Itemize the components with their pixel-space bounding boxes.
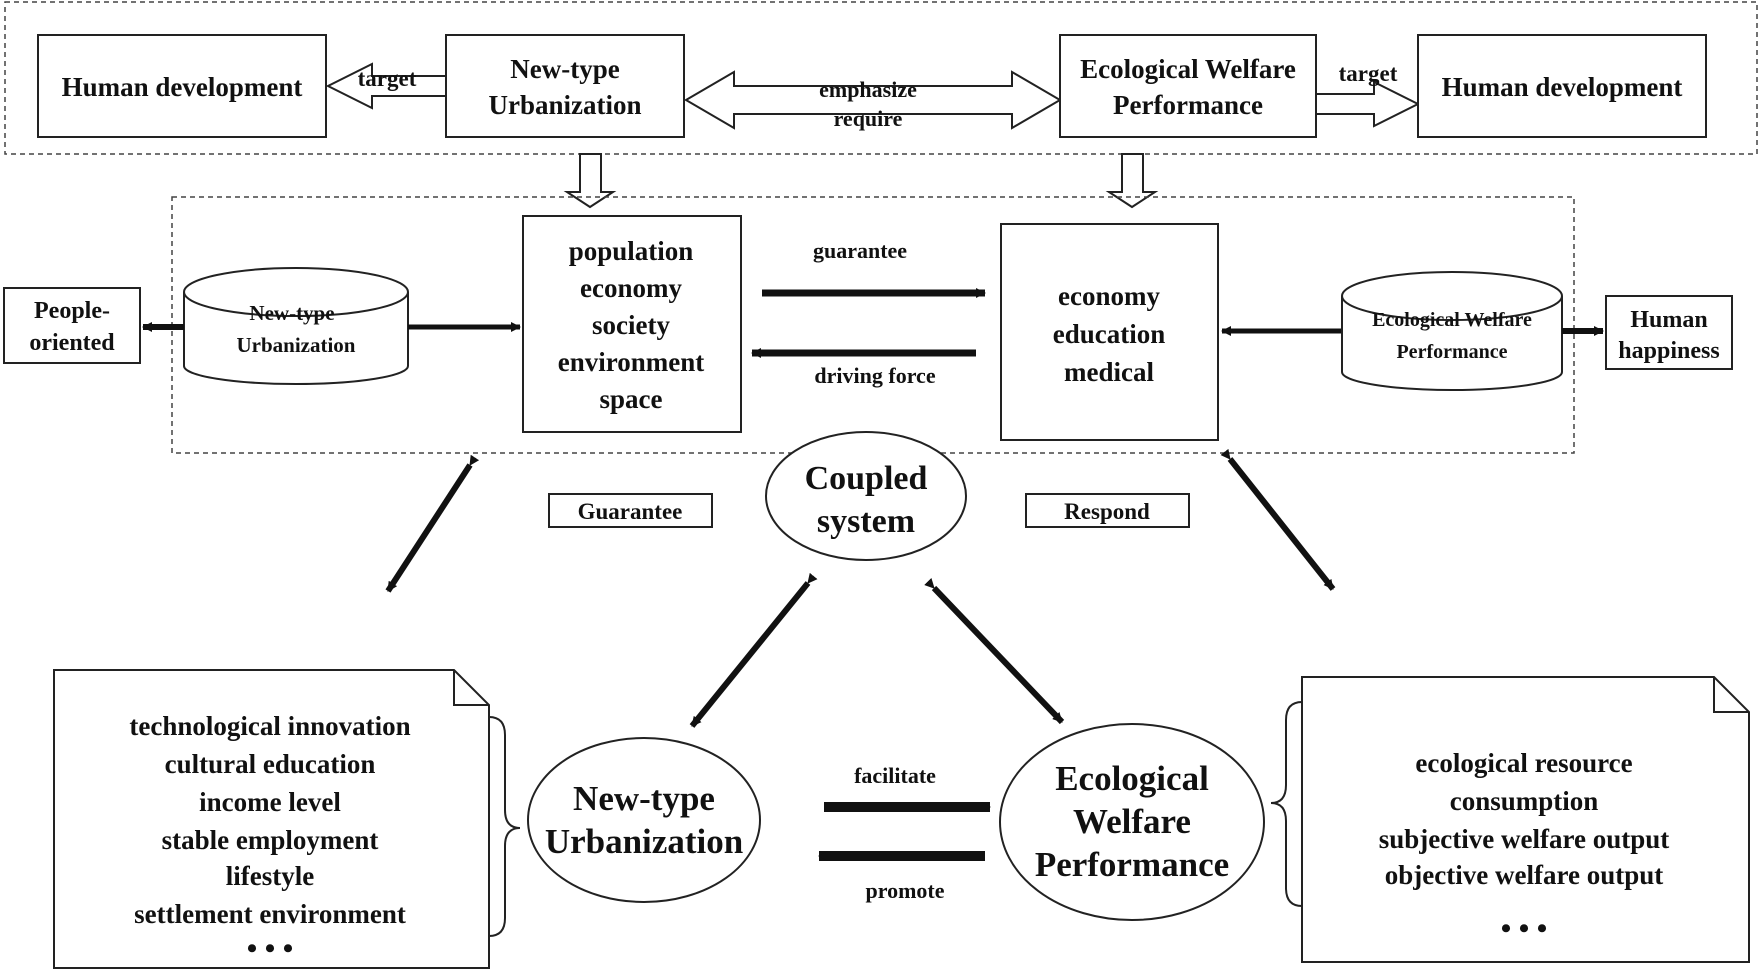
- facilitate-label: facilitate: [854, 763, 936, 788]
- ntu-dim-environment: environment: [558, 347, 705, 377]
- left-ind-6: settlement environment: [134, 899, 406, 929]
- human-happiness-line2: happiness: [1618, 338, 1719, 364]
- ewp-cylinder-line2: Performance: [1396, 341, 1507, 363]
- human-development-left-box: [37, 34, 327, 138]
- ewp-cylinder-top: [1341, 271, 1563, 321]
- human-happiness-box: [1605, 295, 1733, 370]
- target-right-label: target: [1339, 61, 1398, 86]
- ntu-bottom-line2: Urbanization: [545, 822, 743, 861]
- ewp-dimensions-box: [1000, 223, 1219, 441]
- coupled-line1: Coupled: [805, 460, 928, 497]
- ntu-dimensions-box: [522, 215, 742, 433]
- ntu-cylinder-line1: New-type: [249, 301, 334, 325]
- people-oriented-line1: People-: [34, 298, 110, 324]
- ntu-dim-society: society: [592, 310, 670, 340]
- left-diagonal-double-arrow: [385, 454, 480, 593]
- ntu-dim-space: space: [600, 384, 663, 414]
- emphasize-label: emphasize: [819, 77, 917, 102]
- left-ellipsis: • • •: [247, 932, 294, 965]
- ewp-bottom-line2: Welfare: [1073, 802, 1191, 841]
- ntu-dim-economy: economy: [580, 273, 682, 303]
- left-ind-4: stable employment: [162, 825, 379, 855]
- ntu-down-hollow-arrow: [563, 153, 617, 209]
- promote-label: promote: [865, 878, 944, 903]
- new-type-urbanization-top-box: [445, 34, 685, 138]
- guarantee-tag-text: Guarantee: [578, 499, 683, 524]
- human-development-right-text: Human development: [1442, 72, 1683, 102]
- ewp-down-hollow-arrow: [1105, 153, 1159, 209]
- right-ind-2: consumption: [1450, 786, 1599, 816]
- right-brace: [1270, 701, 1303, 907]
- ntu-top-line1: New-type: [510, 54, 619, 84]
- people-oriented-box: [3, 287, 141, 364]
- left-brace: [488, 716, 521, 937]
- human-happiness-line1: Human: [1630, 307, 1707, 333]
- respond-tag: [1025, 493, 1190, 528]
- ewp-cylinder-body: [1341, 296, 1563, 391]
- ntu-cylinder-line2: Urbanization: [236, 333, 355, 357]
- coupled-to-ntu-double-arrow: [689, 572, 818, 728]
- coupled-line2: system: [817, 503, 915, 540]
- ewp-top-line2: Performance: [1113, 90, 1263, 120]
- ewp-top-line1: Ecological Welfare: [1080, 54, 1296, 84]
- left-ind-3: income level: [199, 787, 341, 817]
- ewp-dim-economy: economy: [1058, 281, 1160, 311]
- target-right-arrow: [1315, 80, 1421, 128]
- people-oriented-line2: oriented: [29, 330, 115, 356]
- left-ind-5: lifestyle: [226, 861, 314, 891]
- respond-tag-text: Respond: [1064, 499, 1150, 524]
- left-doc-fold: [453, 670, 489, 706]
- ewp-dim-medical: medical: [1064, 357, 1154, 387]
- ewp-cylinder-line1: Ecological Welfare: [1372, 309, 1532, 331]
- human-development-right-box: [1417, 34, 1707, 138]
- ewp-bottom-line3: Performance: [1035, 845, 1229, 884]
- ntu-bottom-ellipse: [527, 737, 761, 903]
- left-ind-2: cultural education: [165, 749, 376, 779]
- ntu-cylinder-top: [183, 267, 409, 317]
- ntu-cylinder-body: [183, 292, 409, 385]
- guarantee-arrow-label: guarantee: [813, 238, 907, 263]
- top-dashed-frame: [4, 1, 1758, 155]
- right-indicators-document: [1301, 676, 1750, 963]
- right-ellipsis: • • •: [1501, 912, 1548, 945]
- target-left-arrow: [325, 62, 447, 110]
- right-diagonal-double-arrow: [1220, 448, 1336, 591]
- human-development-left-text: Human development: [62, 72, 303, 102]
- ewp-dim-education: education: [1053, 319, 1166, 349]
- guarantee-tag: [548, 493, 713, 528]
- right-doc-fold: [1713, 677, 1749, 713]
- require-label: require: [834, 106, 903, 131]
- right-ind-4: objective welfare output: [1385, 860, 1663, 890]
- coupled-to-ewp-double-arrow: [924, 578, 1065, 725]
- coupled-system-ellipse: [765, 431, 967, 561]
- target-left-label: target: [358, 66, 417, 91]
- ntu-top-line2: Urbanization: [488, 90, 641, 120]
- ntu-dim-population: population: [569, 236, 694, 266]
- left-ind-1: technological innovation: [129, 711, 410, 741]
- ewp-bottom-line1: Ecological: [1055, 759, 1209, 798]
- right-ind-3: subjective welfare output: [1379, 824, 1669, 854]
- ecological-welfare-performance-top-box: [1059, 34, 1317, 138]
- left-indicators-document: [53, 669, 490, 969]
- driving-force-label: driving force: [814, 363, 935, 388]
- ntu-bottom-line1: New-type: [573, 779, 715, 818]
- right-ind-1: ecological resource: [1415, 748, 1632, 778]
- ewp-bottom-ellipse: [999, 723, 1265, 921]
